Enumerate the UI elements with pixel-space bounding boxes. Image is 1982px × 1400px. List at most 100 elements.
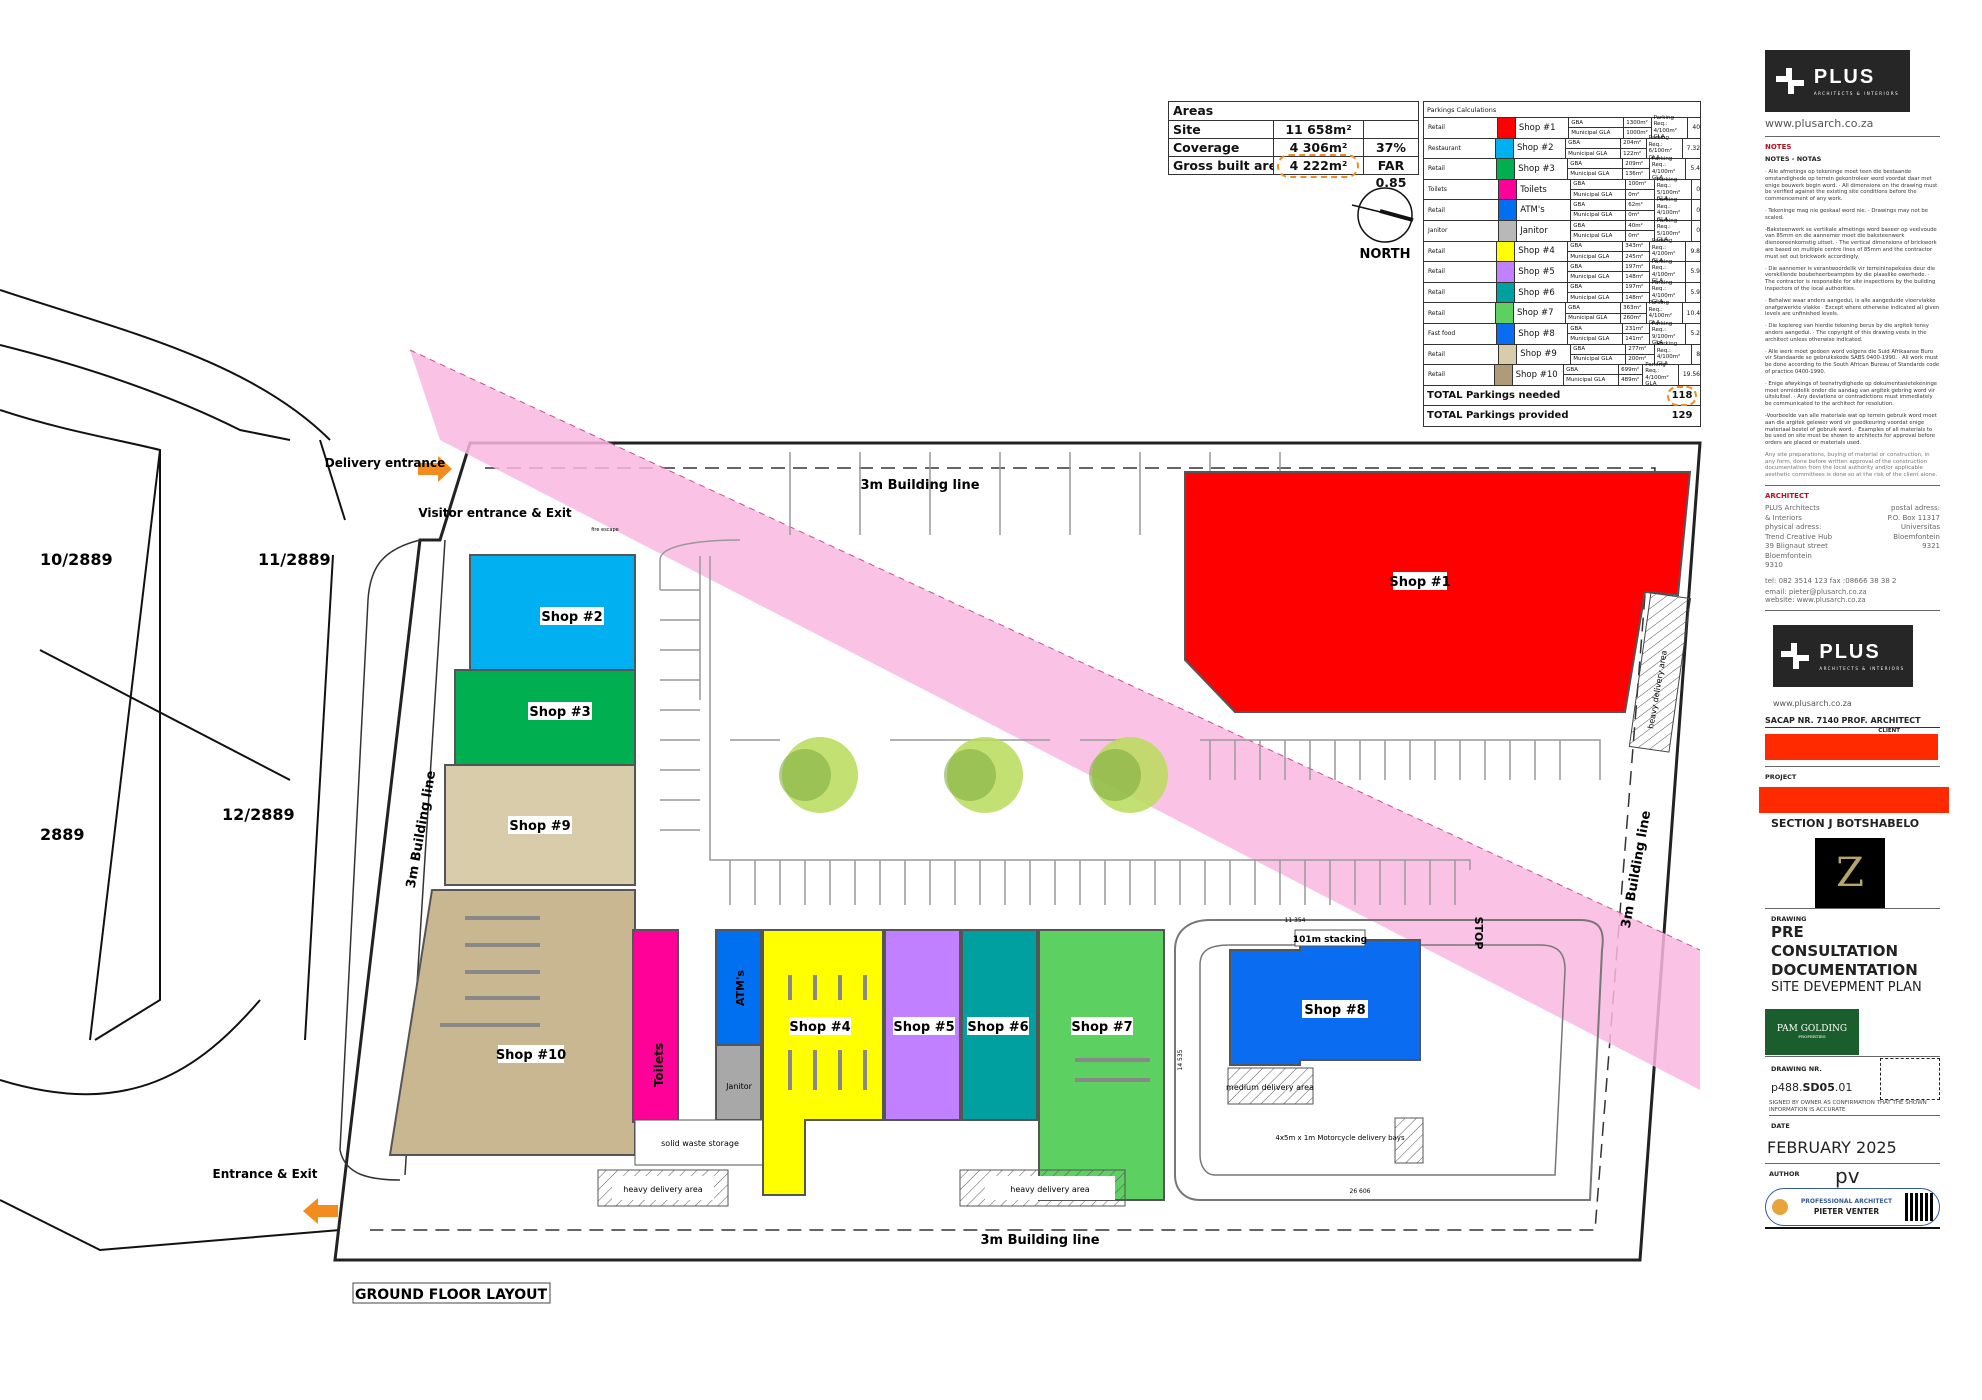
shop-1-area[interactable] [1184, 471, 1692, 713]
unit-name: Shop #2 [1514, 138, 1567, 159]
parking-req: Parking Req.: 6/100m² GLA [1647, 135, 1683, 161]
qr-code-icon[interactable] [1905, 1192, 1933, 1221]
signature-box[interactable] [1880, 1057, 1940, 1100]
color-swatch [1497, 118, 1516, 138]
color-swatch [1498, 344, 1518, 365]
north-arrow-icon [1351, 187, 1414, 243]
atms-area[interactable] [715, 929, 762, 1046]
erf-partial-label: 2889 [40, 825, 85, 844]
client-label: CLIENT [1878, 727, 1900, 734]
total-provided-row: TOTAL Parkings provided 129 [1427, 410, 1693, 422]
fire-escape-label: fire escape [591, 527, 619, 533]
solid-waste-area [634, 1119, 764, 1166]
shop-9-label: Shop #9 [509, 819, 570, 834]
unit-name: Shop #5 [1515, 262, 1569, 282]
shop-4-area[interactable] [762, 929, 884, 1196]
parking-use: Retail [1424, 344, 1499, 365]
color-swatch [1494, 365, 1513, 385]
areas-row-site: Site 11 658m² [1169, 120, 1418, 138]
entrance-exit-label: Entrance & Exit [213, 1167, 318, 1181]
heavy-delivery-label-1: heavy delivery area [623, 1185, 703, 1194]
parking-use: Retail [1424, 262, 1497, 282]
color-swatch [1497, 159, 1516, 179]
unit-name: Shop #10 [1513, 365, 1565, 385]
parking-use: Fast food [1424, 323, 1497, 344]
parking-req: Parking Req.: 4/100m² GLA [1650, 156, 1687, 181]
email-link[interactable]: email: pieter@plusarch.co.za [1765, 587, 1867, 596]
drawing-label: DRAWING [1771, 914, 1807, 923]
motorcycle-bays-label: 4x5m x 1m Motorcycle delivery bays [1275, 1134, 1405, 1142]
parking-use: Janitor [1424, 220, 1499, 241]
notes-heading: NOTES [1765, 143, 1792, 151]
heavy-delivery-label-2: heavy delivery area [1010, 1185, 1090, 1194]
solid-waste-label: solid waste storage [661, 1139, 739, 1148]
shop-4-label: Shop #4 [789, 1020, 850, 1035]
parking-use: Retail [1424, 118, 1498, 138]
shop-10-label: Shop #10 [496, 1048, 566, 1063]
stacking-label: 101m stacking [1293, 935, 1367, 945]
parking-req: Parking Req.: 4/100m² GLA [1647, 300, 1683, 326]
parking-value: 5.4 [1690, 165, 1700, 173]
parking-req: Parking Req.: 4/100m² GLA [1650, 280, 1687, 305]
color-swatch [1498, 200, 1518, 220]
parking-use: Retail [1424, 241, 1497, 262]
parking-value: 9.8 [1690, 247, 1700, 255]
unit-name: Shop #9 [1517, 344, 1572, 365]
parking-value: 5.9 [1690, 289, 1700, 297]
unit-name: Toilets [1517, 179, 1572, 200]
parking-req: Parking Req.: 4/100m² GLA [1650, 238, 1687, 264]
parking-req: Parking Req.: 5/100m² GLA [1655, 177, 1693, 202]
color-swatch [1497, 323, 1516, 344]
parking-use: Restaurant [1424, 138, 1496, 159]
parking-use: Retail [1424, 200, 1499, 220]
color-swatch [1495, 303, 1514, 323]
parking-value: 5.2 [1690, 330, 1700, 338]
parking-value: 19.56 [1682, 371, 1700, 379]
drawing-nr: p488.SD05.01 [1771, 1080, 1853, 1094]
parking-table-title: Parkings Calculations [1424, 102, 1700, 118]
delivery-arrow [418, 456, 452, 482]
shop-7-label: Shop #7 [1071, 1020, 1132, 1035]
parking-value: 0 [1696, 206, 1701, 214]
color-swatch [1497, 241, 1516, 262]
parking-req: Parking Req.: 4/100m² GLA [1643, 362, 1679, 387]
project-name: SECTION J BOTSHABELO [1771, 816, 1920, 830]
total-needed-row: TOTAL Parkings needed 118 [1424, 385, 1700, 406]
unit-name: Shop #4 [1515, 241, 1569, 262]
website-link[interactable]: website: www.plusarch.co.za [1765, 595, 1866, 604]
shop-7-area[interactable] [1038, 929, 1165, 1201]
color-swatch [1497, 282, 1516, 303]
shop-2-area[interactable] [469, 554, 636, 671]
website-url[interactable]: www.plusarch.co.za [1765, 117, 1874, 130]
toilets-area[interactable] [632, 929, 679, 1123]
color-swatch [1495, 138, 1514, 159]
shop-10-area[interactable] [388, 889, 636, 1156]
parking-value: 0 [1696, 227, 1701, 235]
dim-top: 11 354 [1285, 917, 1306, 924]
drawing-subtitle: SITE DEVEPMENT PLAN [1771, 979, 1922, 995]
unit-name: Janitor [1517, 220, 1572, 241]
parking-req: Parking Req.: 4/100m² GLA [1650, 259, 1687, 284]
shop-3-label: Shop #3 [529, 705, 590, 720]
janitor-label: Janitor [725, 1082, 753, 1091]
building-line-bottom-label: 3m Building line [980, 1233, 1099, 1248]
shop-8-label: Shop #8 [1304, 1003, 1365, 1018]
shop-2-label: Shop #2 [541, 610, 602, 625]
unit-name: Shop #3 [1515, 159, 1569, 179]
sacap-emblem-icon [1772, 1198, 1788, 1215]
parking-value: 10.4 [1686, 309, 1701, 317]
signed-text: SIGNED BY OWNER AS CONFIRMATION THAT THE… [1769, 1100, 1940, 1116]
building-line-top-label: 3m Building line [860, 478, 979, 493]
parking-req: Parking Req.: 9/100m² GLA [1650, 321, 1687, 346]
unit-name: Shop #7 [1514, 303, 1567, 323]
